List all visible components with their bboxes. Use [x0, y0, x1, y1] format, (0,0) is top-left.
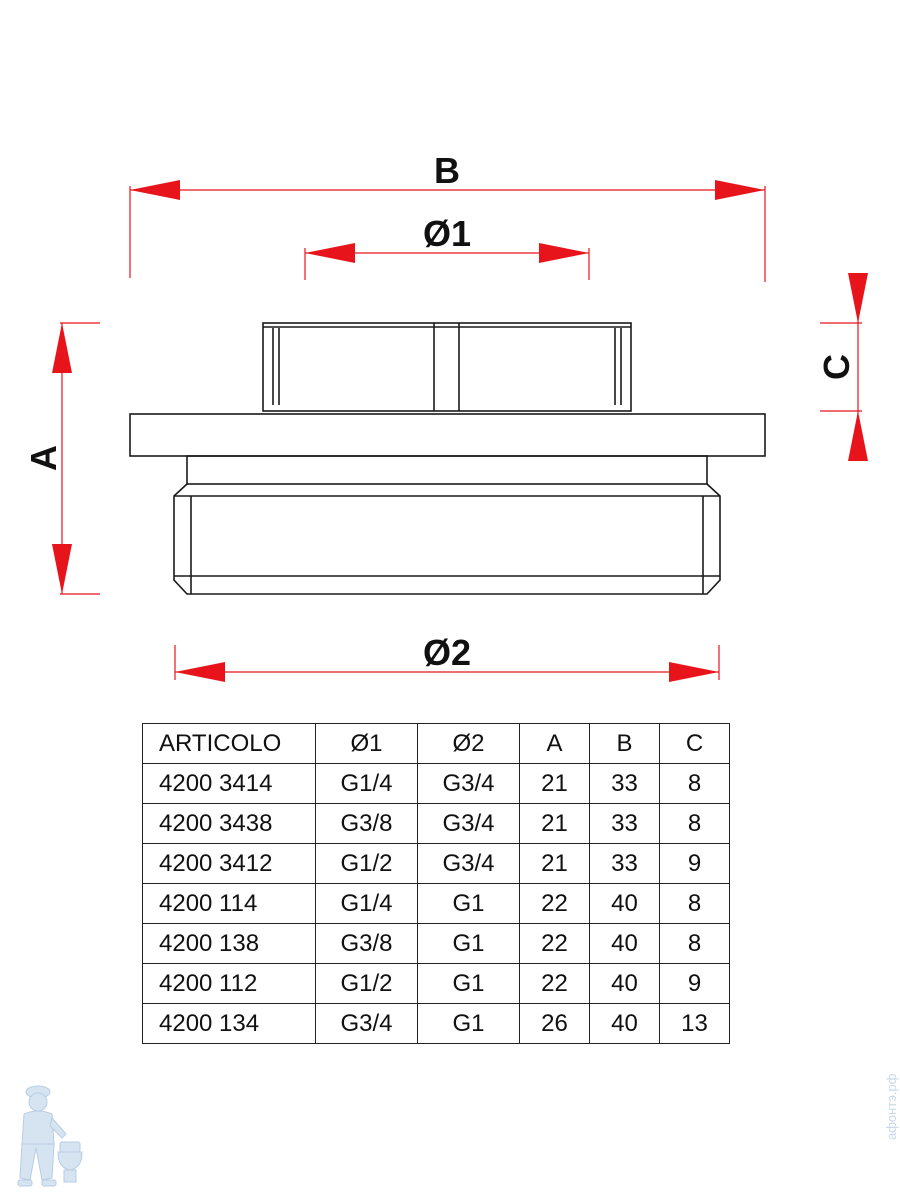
- thread-body: [173, 483, 721, 595]
- cell-articolo: 4200 3438: [142, 803, 316, 844]
- cell-c: 8: [659, 803, 730, 844]
- cell-a: 26: [519, 1003, 590, 1044]
- fitting-outline: [129, 322, 766, 595]
- watermark-text: афонтэ.рф: [884, 1073, 899, 1140]
- cell-b: 40: [589, 963, 660, 1004]
- cell-a: 22: [519, 883, 590, 924]
- table-row: 4200 3414 G1/4 G3/4 21 33 8: [142, 763, 730, 804]
- dim-d2-label: Ø2: [423, 632, 471, 673]
- cell-c: 9: [659, 963, 730, 1004]
- cell-articolo: 4200 138: [142, 923, 316, 964]
- cell-articolo: 4200 134: [142, 1003, 316, 1044]
- cell-c: 13: [659, 1003, 730, 1044]
- header-a: A: [519, 723, 590, 764]
- cell-d1: G1/2: [315, 843, 418, 884]
- table-row: 4200 134 G3/4 G1 26 40 13: [142, 1003, 730, 1044]
- dim-b-label: B: [434, 150, 460, 191]
- cell-d2: G1: [417, 963, 520, 1004]
- cell-b: 33: [589, 763, 660, 804]
- table-row: 4200 114 G1/4 G1 22 40 8: [142, 883, 730, 924]
- cell-a: 21: [519, 763, 590, 804]
- cell-d1: G3/8: [315, 923, 418, 964]
- cell-d1: G3/4: [315, 1003, 418, 1044]
- dimension-lines: [52, 180, 868, 682]
- cell-d1: G3/8: [315, 803, 418, 844]
- cell-b: 40: [589, 883, 660, 924]
- cell-c: 8: [659, 763, 730, 804]
- dim-d1-label: Ø1: [423, 213, 471, 254]
- cell-c: 8: [659, 883, 730, 924]
- flange: [129, 413, 766, 457]
- cell-articolo: 4200 3412: [142, 843, 316, 884]
- cell-b: 40: [589, 923, 660, 964]
- header-d1: Ø1: [315, 723, 418, 764]
- cell-d1: G1/4: [315, 763, 418, 804]
- cell-d2: G1: [417, 883, 520, 924]
- table-row: 4200 3438 G3/8 G3/4 21 33 8: [142, 803, 730, 844]
- spec-table: ARTICOLO Ø1 Ø2 A B C 4200 3414 G1/4 G3/4…: [142, 723, 730, 1044]
- header-d2: Ø2: [417, 723, 520, 764]
- cell-b: 33: [589, 843, 660, 884]
- header-c: C: [659, 723, 730, 764]
- cell-articolo: 4200 114: [142, 883, 316, 924]
- table-row: 4200 3412 G1/2 G3/4 21 33 9: [142, 843, 730, 884]
- table-row: 4200 112 G1/2 G1 22 40 9: [142, 963, 730, 1004]
- cell-articolo: 4200 3414: [142, 763, 316, 804]
- cell-b: 33: [589, 803, 660, 844]
- cell-a: 22: [519, 963, 590, 1004]
- cell-d1: G1/2: [315, 963, 418, 1004]
- neck: [186, 455, 708, 485]
- cell-a: 21: [519, 803, 590, 844]
- cell-a: 22: [519, 923, 590, 964]
- cell-d2: G1: [417, 1003, 520, 1044]
- cell-articolo: 4200 112: [142, 963, 316, 1004]
- cell-c: 9: [659, 843, 730, 884]
- dim-c-label: C: [816, 354, 857, 380]
- technical-drawing: B Ø1 A C Ø2: [23, 150, 868, 682]
- hex-head: [262, 322, 632, 412]
- cell-d2: G3/4: [417, 843, 520, 884]
- cell-d2: G1: [417, 923, 520, 964]
- cell-b: 40: [589, 1003, 660, 1044]
- header-articolo: ARTICOLO: [142, 723, 316, 764]
- plumber-mascot-icon: [17, 1085, 83, 1187]
- header-b: B: [589, 723, 660, 764]
- table-header-row: ARTICOLO Ø1 Ø2 A B C: [142, 723, 730, 764]
- cell-c: 8: [659, 923, 730, 964]
- cell-d1: G1/4: [315, 883, 418, 924]
- cell-a: 21: [519, 843, 590, 884]
- table-row: 4200 138 G3/8 G1 22 40 8: [142, 923, 730, 964]
- cell-d2: G3/4: [417, 763, 520, 804]
- dim-a-label: A: [23, 445, 64, 471]
- cell-d2: G3/4: [417, 803, 520, 844]
